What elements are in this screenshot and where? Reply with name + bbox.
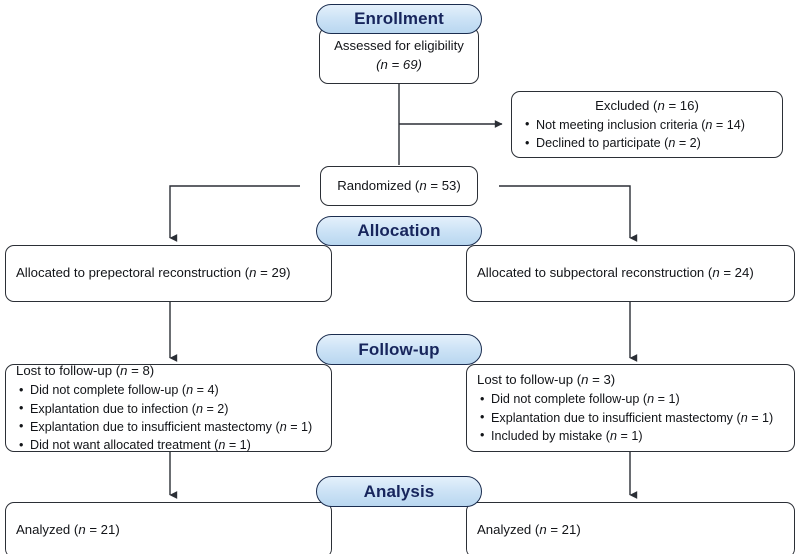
lost-right-reason-list: Did not complete follow-up (n = 1) Expla… bbox=[477, 390, 784, 445]
list-item: Did not want allocated treatment (n = 1) bbox=[16, 435, 321, 454]
list-item: Not meeting inclusion criteria (n = 14) bbox=[522, 115, 772, 134]
lost-left-reason-list: Did not complete follow-up (n = 4) Expla… bbox=[16, 381, 321, 454]
excluded-header: Excluded (n = 16) bbox=[595, 97, 699, 113]
lost-left-header: Lost to follow-up (n = 8) bbox=[16, 362, 155, 378]
stage-pill-enrollment: Enrollment bbox=[316, 4, 482, 34]
stage-label-allocation: Allocation bbox=[357, 221, 441, 240]
node-analyzed-subpectoral: Analyzed (n = 21) bbox=[466, 502, 795, 554]
analyzed-right-label: Analyzed (n = 21) bbox=[477, 521, 581, 537]
assessed-line-1: Assessed for eligibility bbox=[334, 38, 464, 54]
node-allocated-subpectoral: Allocated to subpectoral reconstruction … bbox=[466, 245, 795, 302]
stage-label-enrollment: Enrollment bbox=[354, 9, 444, 28]
assessed-line-2: (n = 69) bbox=[376, 56, 422, 72]
list-item: Declined to participate (n = 2) bbox=[522, 134, 772, 153]
stage-pill-analysis: Analysis bbox=[316, 476, 482, 507]
stage-pill-allocation: Allocation bbox=[316, 216, 482, 246]
stage-label-followup: Follow-up bbox=[358, 339, 440, 359]
list-item: Included by mistake (n = 1) bbox=[477, 426, 784, 445]
excluded-reason-list: Not meeting inclusion criteria (n = 14) … bbox=[522, 115, 772, 153]
node-analyzed-prepectoral: Analyzed (n = 21) bbox=[5, 502, 332, 554]
lost-right-header: Lost to follow-up (n = 3) bbox=[477, 371, 616, 387]
node-lost-followup-prepectoral: Lost to follow-up (n = 8) Did not comple… bbox=[5, 362, 332, 454]
list-item: Explantation due to insufficient mastect… bbox=[477, 408, 784, 427]
node-allocated-prepectoral: Allocated to prepectoral reconstruction … bbox=[5, 245, 332, 302]
randomized-label: Randomized (n = 53) bbox=[337, 177, 461, 193]
allocated-left-label: Allocated to prepectoral reconstruction … bbox=[16, 265, 291, 281]
allocated-right-label: Allocated to subpectoral reconstruction … bbox=[477, 265, 754, 281]
node-randomized: Randomized (n = 53) bbox=[320, 166, 478, 206]
node-excluded: Excluded (n = 16) Not meeting inclusion … bbox=[511, 91, 783, 158]
list-item: Did not complete follow-up (n = 4) bbox=[16, 381, 321, 400]
analyzed-left-label: Analyzed (n = 21) bbox=[16, 521, 120, 537]
stage-label-analysis: Analysis bbox=[363, 481, 435, 501]
list-item: Explantation due to infection (n = 2) bbox=[16, 399, 321, 418]
list-item: Explantation due to insufficient mastect… bbox=[16, 417, 321, 436]
stage-pill-followup: Follow-up bbox=[316, 334, 482, 365]
node-lost-followup-subpectoral: Lost to follow-up (n = 3) Did not comple… bbox=[466, 364, 795, 452]
node-assessed-for-eligibility: Assessed for eligibility (n = 69) bbox=[319, 27, 479, 84]
list-item: Did not complete follow-up (n = 1) bbox=[477, 390, 784, 409]
